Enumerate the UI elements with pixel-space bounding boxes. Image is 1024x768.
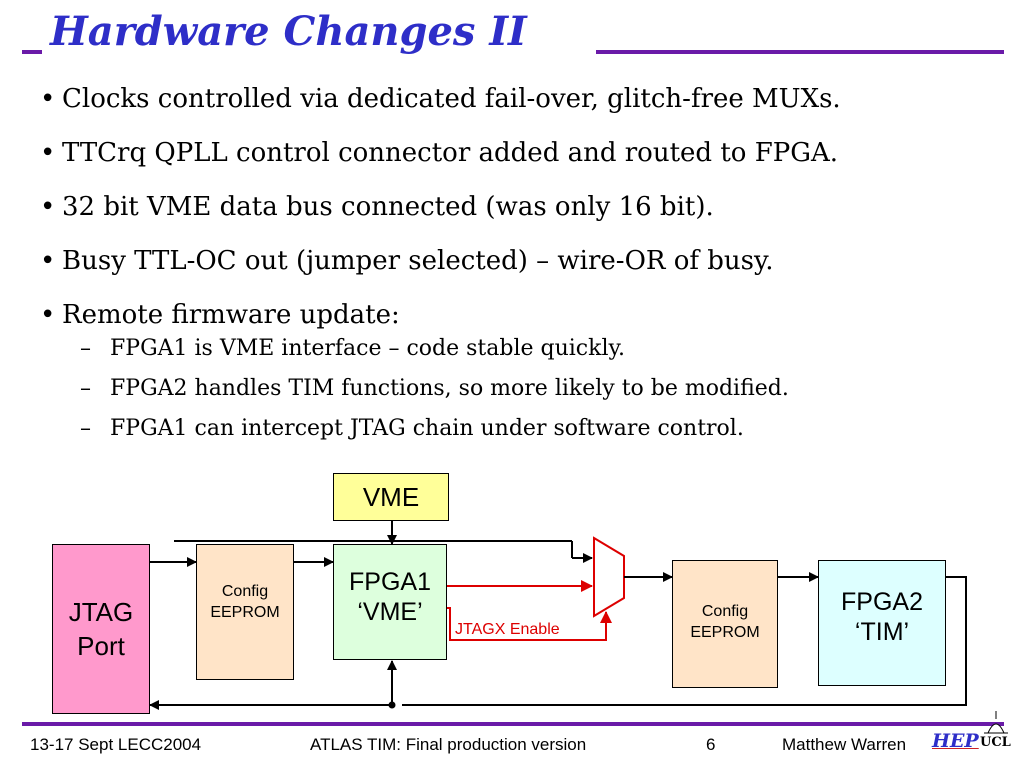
fpga2-box: FPGA2 ‘TIM’: [818, 560, 946, 686]
ucl-logo-text: UCL: [980, 735, 1011, 750]
bullet-list: •Clocks controlled via dedicated fail-ov…: [40, 84, 1015, 456]
slide-title: Hardware Changes II: [50, 8, 527, 55]
bullet-item: •Remote firmware update:: [40, 300, 1015, 330]
footer-page-number: 6: [706, 735, 716, 754]
jtag-label-line2: Port: [77, 631, 125, 661]
sub-bullet-text: FPGA2 handles TIM functions, so more lik…: [110, 376, 789, 401]
title-rule-right: [596, 50, 1004, 54]
ucl-dome-icon: [984, 711, 1008, 734]
sub-bullet-dash: –: [80, 416, 91, 441]
sub-bullet-item: –FPGA1 is VME interface – code stable qu…: [40, 336, 1015, 362]
bullet-item: •Busy TTL-OC out (jumper selected) – wir…: [40, 246, 1015, 276]
config2-label-line1: Config: [701, 603, 749, 620]
sub-bullet-item: –FPGA2 handles TIM functions, so more li…: [40, 376, 1015, 402]
sub-bullet-dash: –: [80, 376, 91, 401]
bullet-item: •Clocks controlled via dedicated fail-ov…: [40, 84, 1015, 114]
vme-box: VME: [333, 473, 449, 521]
bullet-dot: •: [40, 246, 56, 276]
config-eeprom-1-box: Config EEPROM: [196, 544, 294, 680]
fpga1-box: FPGA1 ‘VME’: [333, 544, 447, 660]
mux-symbol: [593, 536, 625, 618]
footer-talk-title: ATLAS TIM: Final production version: [310, 735, 587, 754]
config1-label-line2: EEPROM: [210, 604, 280, 621]
jtagx-enable-line: [446, 607, 612, 641]
jtagx-enable-label: JTAGX Enable: [455, 621, 560, 638]
fpga2-label-line1: FPGA2: [841, 588, 923, 616]
bullet-text: Busy TTL-OC out (jumper selected) – wire…: [62, 246, 774, 276]
config-eeprom-2-box: Config EEPROM: [672, 560, 778, 688]
bullet-dot: •: [40, 300, 56, 330]
sub-bullet-dash: –: [80, 336, 91, 361]
config1-label-line1: Config: [221, 583, 269, 600]
footer-author: Matthew Warren: [782, 735, 907, 754]
jtag-label-line1: JTAG: [68, 597, 134, 627]
bullet-text: Clocks controlled via dedicated fail-ove…: [62, 84, 841, 114]
config2-label-line2: EEPROM: [690, 624, 760, 641]
vme-label: VME: [362, 481, 420, 512]
bullet-text: TTCrq QPLL control connector added and r…: [62, 138, 839, 168]
junction-dot: [388, 701, 396, 709]
fpga1-label-line2: ‘VME’: [357, 598, 423, 626]
sub-bullet-item: –FPGA1 can intercept JTAG chain under so…: [40, 416, 1015, 442]
sub-bullet-text: FPGA1 can intercept JTAG chain under sof…: [110, 416, 744, 441]
sub-bullet-text: FPGA1 is VME interface – code stable qui…: [110, 336, 625, 361]
title-rule-left: [22, 50, 42, 54]
hep-logo: HEP: [932, 730, 979, 752]
fpga2-label-line2: ‘TIM’: [854, 618, 910, 646]
bullet-text: 32 bit VME data bus connected (was only …: [62, 192, 714, 222]
bullet-dot: •: [40, 84, 56, 114]
sub-bullet-list: –FPGA1 is VME interface – code stable qu…: [40, 336, 1015, 442]
footer-date: 13-17 Sept LECC2004: [30, 735, 202, 754]
jtag-port-box: JTAG Port: [52, 544, 150, 714]
bullet-item: •TTCrq QPLL control connector added and …: [40, 138, 1015, 168]
return-path-line: [402, 576, 967, 706]
bullet-item: •32 bit VME data bus connected (was only…: [40, 192, 1015, 222]
bullet-dot: •: [40, 192, 56, 222]
bullet-dot: •: [40, 138, 56, 168]
fpga1-label-line1: FPGA1: [349, 568, 431, 596]
bullet-text: Remote firmware update:: [62, 300, 400, 330]
